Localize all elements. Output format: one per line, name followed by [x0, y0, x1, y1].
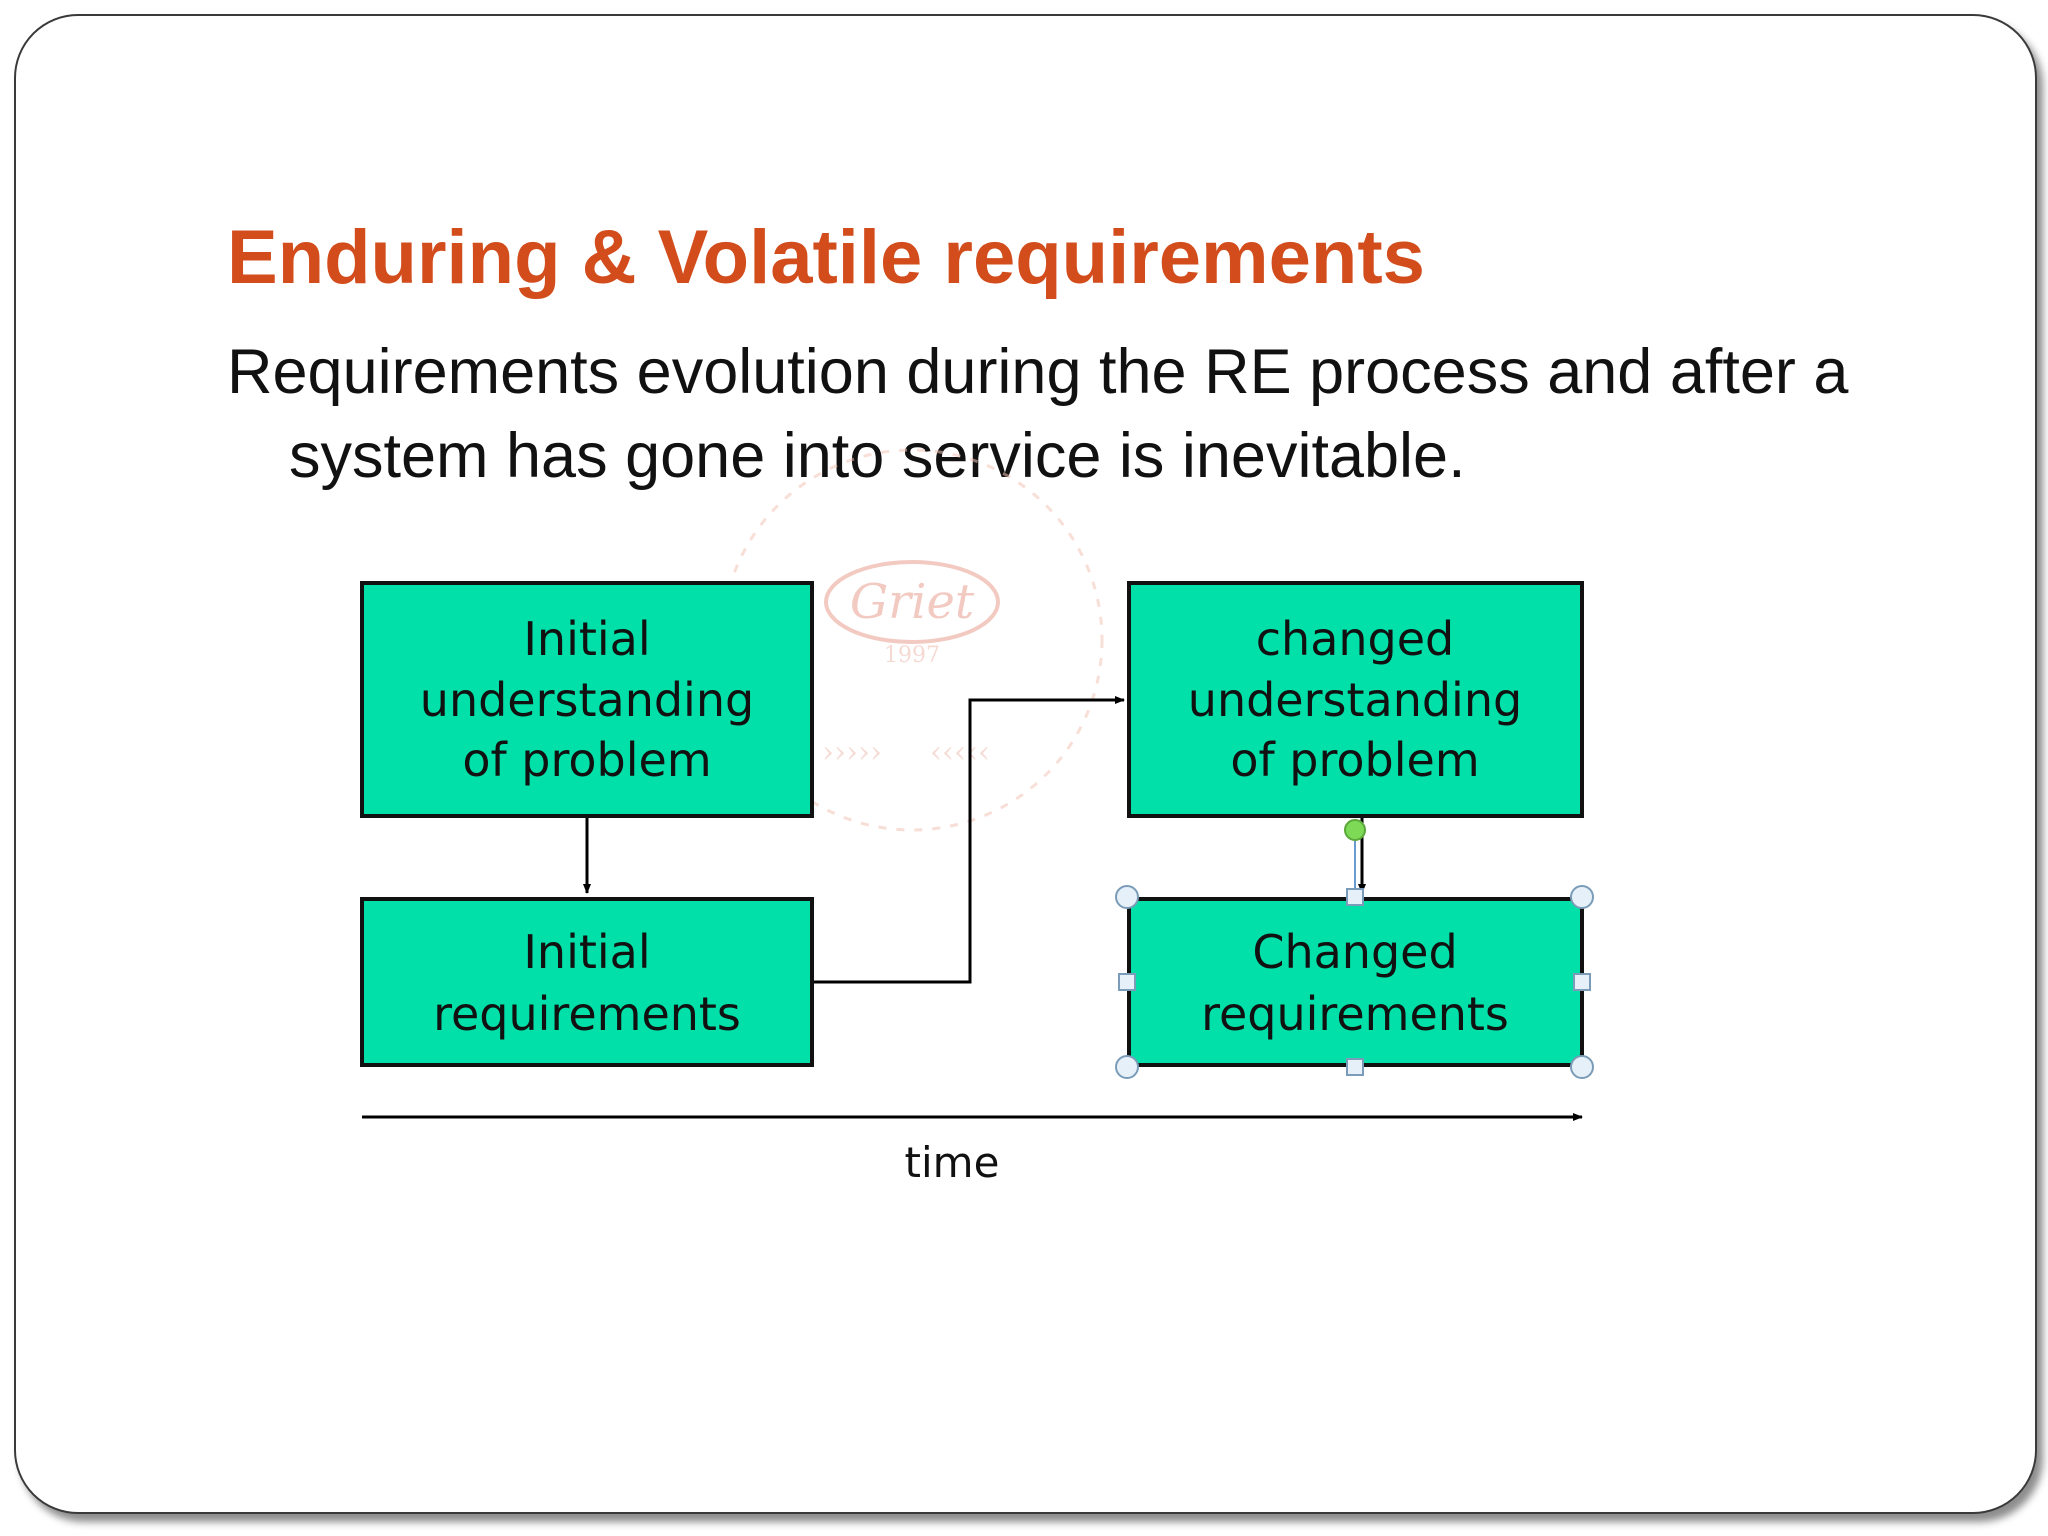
watermark-logo-text: Griet — [850, 574, 975, 630]
box-changed-understanding-line-1: changed — [1256, 612, 1455, 666]
box-changed-requirements-line-1: Changed — [1252, 925, 1457, 979]
box-changed-understanding: changed understanding of problem — [1127, 581, 1584, 818]
resize-handle-bottom-right[interactable] — [1570, 1055, 1594, 1079]
box-initial-requirements: Initial requirements — [360, 897, 814, 1067]
slide-title: Enduring & Volatile requirements — [227, 215, 1425, 300]
slide-frame — [14, 14, 2037, 1514]
resize-handle-bottom-left[interactable] — [1115, 1055, 1139, 1079]
box-initial-requirements-line-1: Initial — [523, 925, 650, 979]
rotation-handle[interactable] — [1344, 819, 1366, 841]
watermark-chevrons-left: ››››› — [822, 735, 882, 770]
watermark-year: 1997 — [884, 643, 940, 668]
watermark-chevrons-right: ‹‹‹‹‹ — [930, 735, 990, 770]
resize-handle-top-right[interactable] — [1570, 885, 1594, 909]
resize-handle-left[interactable] — [1118, 973, 1136, 991]
box-initial-understanding-line-1: Initial — [523, 612, 650, 666]
box-changed-understanding-line-2: understanding — [1188, 673, 1522, 727]
box-changed-understanding-line-3: of problem — [1230, 733, 1479, 787]
resize-handle-right[interactable] — [1573, 973, 1591, 991]
resize-handle-top[interactable] — [1346, 888, 1364, 906]
arrow-initial-to-changed-understanding — [812, 696, 1125, 984]
resize-handle-top-left[interactable] — [1115, 885, 1139, 909]
box-initial-requirements-line-2: requirements — [433, 987, 741, 1041]
box-changed-requirements[interactable]: Changed requirements — [1127, 897, 1584, 1067]
box-initial-understanding: Initial understanding of problem — [360, 581, 814, 818]
slide-body-text: Requirements evolution during the RE pro… — [227, 337, 1849, 491]
selection-handles[interactable] — [1115, 819, 1594, 1079]
resize-handle-bottom[interactable] — [1346, 1058, 1364, 1076]
box-changed-requirements-line-2: requirements — [1201, 987, 1509, 1041]
box-initial-understanding-line-2: understanding — [420, 673, 754, 727]
box-initial-understanding-line-3: of problem — [462, 733, 711, 787]
time-axis-label: time — [905, 1138, 1000, 1187]
